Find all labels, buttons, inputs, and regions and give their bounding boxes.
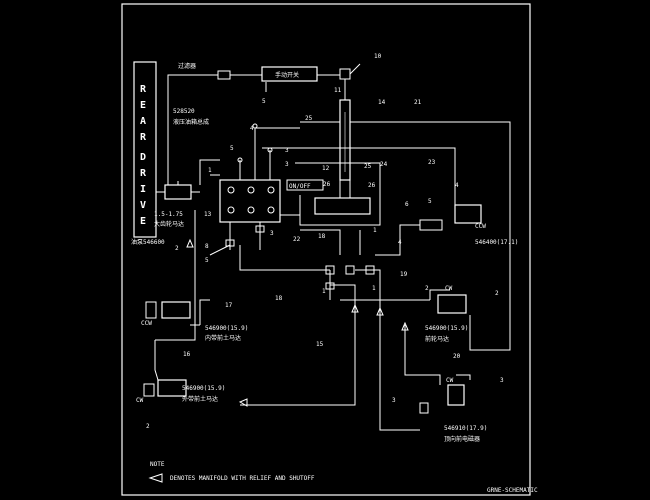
right-b-motor (447, 374, 471, 406)
rear-drive-letter: R (140, 84, 147, 95)
callout: 1 (208, 167, 212, 174)
right-a-motor (429, 289, 467, 314)
right-mid-part: 546400(17.1) (475, 239, 518, 246)
rear-drive-letter: E (140, 216, 146, 227)
rear-motor-label: 大齿轮马达 (154, 220, 184, 228)
callout: 17 (225, 302, 233, 309)
callout: 5 (428, 198, 432, 205)
right-a-part: 546900(15.9) (425, 325, 468, 332)
hyd-assembly-label: 液压油箱总成 (173, 118, 209, 126)
pump-assembly (156, 181, 200, 200)
callout: 22 (293, 236, 301, 243)
left-upper-motor (145, 299, 210, 326)
cw-label: CW (446, 377, 454, 384)
rear-drive-letter: V (140, 200, 146, 211)
callout: 3 (285, 161, 289, 168)
callout: 12 (322, 165, 330, 172)
callout: 25 (364, 163, 372, 170)
callout: 15 (316, 341, 324, 348)
right-b-part: 546910(17.9) (444, 425, 487, 432)
rear-drive-letter: A (140, 116, 146, 127)
hand-switch-label: 手动开关 (275, 71, 299, 79)
callout: 13 (204, 211, 212, 218)
rear-drive-letter: I (140, 184, 146, 195)
ccw-label: CCW (141, 320, 152, 327)
drawing-id: GRNE-SCHEMATIC (487, 487, 538, 494)
rear-drive-letter: R (140, 132, 147, 143)
filter-label: 过滤器 (178, 62, 196, 70)
pump-part-label: 油泵546600 (131, 238, 165, 246)
callout: 4 (250, 125, 254, 132)
rear-drive-box (133, 61, 157, 238)
pump-ratio-label: 1.5-1.75 (154, 211, 183, 218)
right-mid-motor (454, 204, 482, 224)
callout: 14 (378, 99, 386, 106)
note-title: NOTE (150, 461, 165, 468)
callout: 26 (323, 181, 331, 188)
callout: 16 (183, 351, 191, 358)
callout: 6 (405, 201, 409, 208)
callout-numbers: 10 11 14 25 21 5 4 5 3 3 1 12 25 24 23 2… (146, 53, 504, 430)
left-upper-part: 546900(15.9) (205, 325, 248, 332)
reservoir-tube (300, 99, 351, 181)
secondary-manifold (295, 162, 381, 226)
callout: 18 (318, 233, 326, 240)
cw-label: CW (445, 285, 453, 292)
callout: 3 (270, 230, 274, 237)
callout: 8 (205, 243, 209, 250)
callout: 5 (262, 98, 266, 105)
note-text: DENOTES MANIFOLD WITH RELIEF AND SHUTOFF (170, 475, 315, 482)
callout: 23 (428, 159, 436, 166)
onoff-label: ON/OFF (289, 183, 311, 190)
manifold-symbol-icon (148, 473, 163, 483)
callout: 3 (392, 397, 396, 404)
callout: 1 (322, 288, 326, 295)
fittings (186, 123, 443, 414)
callout: 19 (400, 271, 408, 278)
callout: 18 (275, 295, 283, 302)
hand-switch-box (261, 66, 318, 82)
callout: 3 (285, 147, 289, 154)
callout: 1 (372, 285, 376, 292)
callout: 2 (425, 285, 429, 292)
rear-drive-letter: D (140, 152, 146, 163)
rear-drive-letter: E (140, 100, 146, 111)
right-b-name: 顶向前电磁器 (444, 435, 480, 443)
callout: 4 (455, 182, 459, 189)
left-lower-part: 546900(15.9) (182, 385, 225, 392)
right-a-name: 前轮马达 (425, 335, 449, 343)
rear-drive-letter: R (140, 168, 147, 179)
callout: 24 (380, 161, 388, 168)
callout: 11 (334, 87, 342, 94)
cw-label: CW (136, 397, 144, 404)
callout: 21 (414, 99, 422, 106)
top-filter-line (167, 63, 361, 185)
pressure-lines (155, 121, 511, 431)
callout: 1 (373, 227, 377, 234)
callout: 2 (146, 423, 150, 430)
rear-drive-text: R E A R D R I V E (140, 84, 147, 227)
callout: 2 (495, 290, 499, 297)
ccw-label: CCW (475, 223, 486, 230)
left-upper-name: 内带前土马达 (205, 334, 241, 342)
callout: 2 (175, 245, 179, 252)
callout: 26 (368, 182, 376, 189)
callout: 10 (374, 53, 382, 60)
callout: 4 (398, 239, 402, 246)
callout: 25 (305, 115, 313, 122)
part-528520-label: 528520 (173, 108, 195, 115)
drawing-border (121, 3, 531, 496)
callout: 20 (453, 353, 461, 360)
left-lower-motor (143, 340, 187, 397)
left-lower-name: 外带前土马达 (182, 395, 218, 403)
callout: 3 (500, 377, 504, 384)
callout: 5 (230, 145, 234, 152)
main-manifold (219, 179, 324, 223)
callout: 5 (205, 257, 209, 264)
